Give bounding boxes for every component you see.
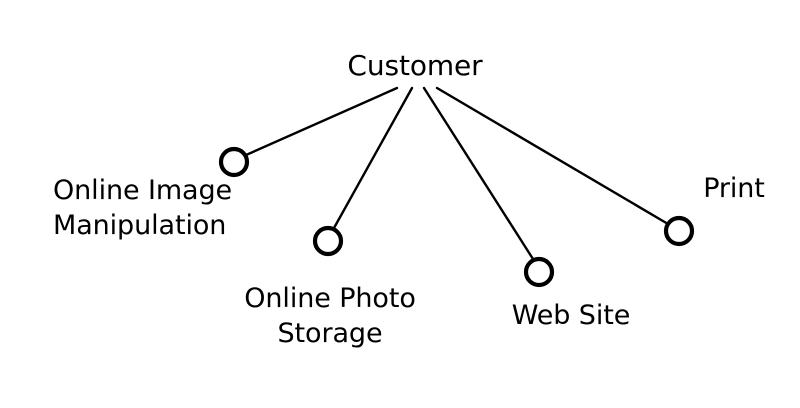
node-circle-online-image-manipulation[interactable] <box>218 146 250 178</box>
edge-to-web-site <box>422 86 535 261</box>
node-label-print: Print <box>703 173 765 204</box>
edge-group <box>244 86 670 261</box>
node-circle-online-photo-storage[interactable] <box>312 225 344 257</box>
node-circle-group <box>218 146 695 288</box>
edge-to-online-image-manipulation <box>244 86 399 157</box>
node-label-online-photo-storage: Online Photo Storage <box>244 283 416 350</box>
node-circle-print[interactable] <box>663 215 695 247</box>
edge-to-online-photo-storage <box>332 86 414 230</box>
node-label-web-site: Web Site <box>511 300 631 331</box>
node-circle-web-site[interactable] <box>523 256 555 288</box>
root-node-label-customer: Customer <box>347 49 483 82</box>
edge-to-print <box>435 86 670 226</box>
node-label-online-image-manipulation: Online Image Manipulation <box>53 175 233 242</box>
